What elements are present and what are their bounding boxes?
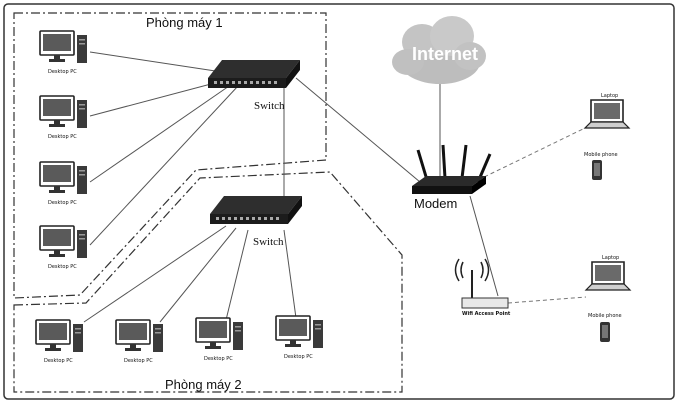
room2-boundary [13,171,403,393]
desktop-pc-icon [115,319,164,353]
outer-frame [3,3,675,400]
mobile-phone-label: Mobile phone [588,313,622,319]
switch-label: Switch [254,100,285,112]
wifi-access-point-icon [454,258,509,309]
desktop-pc-icon [195,317,244,351]
desktop-pc-label: Desktop PC [124,358,153,364]
desktop-pc-icon [39,161,88,195]
internet-cloud-icon [392,16,486,84]
desktop-pc-label: Desktop PC [284,354,313,360]
modem-label: Modem [414,196,458,211]
desktop-pc-label: Desktop PC [204,356,233,362]
modem-laptop-link [477,127,586,181]
laptop-icon [584,99,630,129]
internet-label: Internet [412,44,479,64]
room2-links [83,225,297,323]
desktop-pc-icon [275,315,324,349]
access-point-label: Wifi Access Point [462,311,511,317]
modem-icon [412,144,492,194]
modem-ap-link [469,195,499,297]
laptop-label: Laptop [602,255,620,261]
desktop-pc-icon [39,225,88,259]
switch-icon [210,196,302,224]
desktop-pc-icon [39,95,88,129]
mobile-phone-label: Mobile phone [584,152,618,158]
switch-label: Switch [253,236,284,248]
room1-links [89,51,421,246]
desktop-pc-label: Desktop PC [48,200,77,206]
mobile-phone-icon [600,322,610,342]
room2-title: Phòng máy 2 [165,377,242,392]
ap-laptop-link [507,296,587,304]
desktop-pc-label: Desktop PC [44,358,73,364]
desktop-pc-icon [35,319,84,353]
room1-title: Phòng máy 1 [146,15,223,30]
desktop-pc-icon [39,30,88,64]
desktop-pc-label: Desktop PC [48,264,77,270]
mobile-phone-icon [592,160,602,180]
switch-icon [208,60,300,88]
laptop-label: Laptop [601,93,619,99]
desktop-pc-label: Desktop PC [48,69,77,75]
laptop-icon [585,261,631,291]
room1-boundary [13,12,327,299]
desktop-pc-label: Desktop PC [48,134,77,140]
